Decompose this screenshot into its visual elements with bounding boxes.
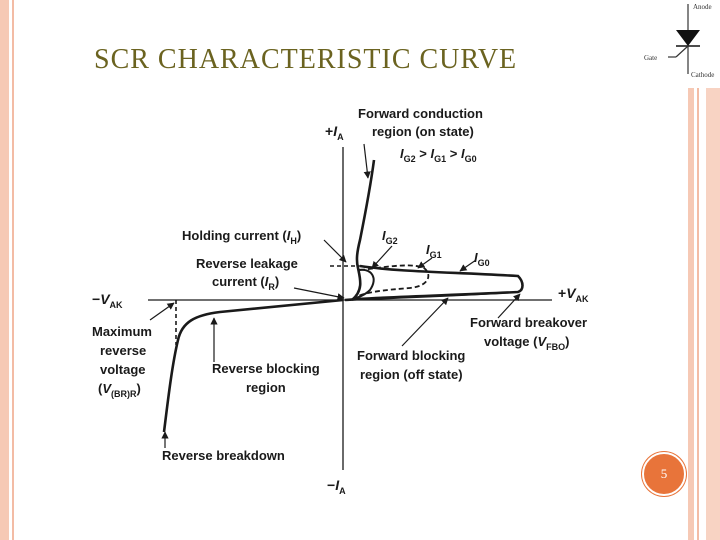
scr-symbol-icon: Anode Gate Cathode: [644, 3, 714, 79]
axis-neg-ia-label: −IA: [327, 477, 346, 496]
axis-neg-vak-label: −VAK: [92, 291, 123, 310]
arrow-ig0: [459, 259, 477, 272]
max-reverse-label-2: reverse: [100, 343, 146, 358]
gate-current-order-label: IG2 > IG1 > IG0: [400, 146, 477, 164]
reverse-blocking-curve: [162, 298, 344, 433]
slide-frame-right-band: [706, 0, 720, 540]
arrow-breakover: [497, 293, 521, 319]
forward-blocking-line: [344, 291, 519, 301]
arrow-ig2: [371, 245, 393, 269]
scr-characteristic-diagram: +IA −IA +VAK −VAK Forward conduction reg…: [92, 106, 589, 496]
reverse-breakdown-label: Reverse breakdown: [162, 448, 285, 463]
reverse-blocking-label: Reverse blocking: [212, 361, 320, 376]
reverse-leakage-label-2: current (IR): [212, 274, 279, 292]
max-reverse-label-3: voltage: [100, 362, 146, 377]
arrow-forward-conduction: [363, 143, 371, 179]
slide-frame-right-line: [697, 0, 699, 540]
forward-conduction-label: Forward conduction: [358, 106, 483, 121]
symbol-gate-label: Gate: [644, 54, 657, 62]
max-reverse-label-4: (V(BR)R): [98, 381, 141, 399]
page-number-badge: 5: [642, 452, 686, 496]
symbol-anode-label: Anode: [693, 3, 712, 11]
holding-current-label: Holding current (IH): [182, 228, 301, 246]
reverse-blocking-label-2: region: [246, 380, 286, 395]
slide-frame-right: [688, 0, 694, 540]
forward-blocking-label: Forward blocking: [357, 348, 465, 363]
axis-pos-vak-label: +VAK: [558, 285, 589, 304]
max-reverse-label-1: Maximum: [92, 324, 152, 339]
slide-frame-left: [0, 0, 9, 540]
forward-conduction-curve: [351, 159, 376, 301]
ig1-dashed-curve: [351, 264, 430, 301]
axis-pos-ia-label: +IA: [325, 123, 344, 142]
forward-breakover-label: Forward breakover: [470, 315, 587, 330]
reverse-leakage-label: Reverse leakage: [196, 256, 298, 271]
ig1-label: IG1: [426, 242, 442, 260]
arrow-ig1: [417, 257, 433, 269]
symbol-cathode-label: Cathode: [691, 71, 714, 79]
ig0-curve: [344, 264, 524, 302]
arrow-forward-blocking: [401, 297, 449, 347]
ig2-loop-curve: [349, 268, 375, 301]
forward-conduction-label-2: region (on state): [372, 124, 474, 139]
slide-title: SCR CHARACTERISTIC CURVE: [94, 44, 518, 75]
arrow-holding-current: [323, 239, 347, 263]
forward-blocking-label-2: region (off state): [360, 367, 463, 382]
arrow-reverse-leakage: [293, 287, 345, 301]
ig2-label: IG2: [382, 228, 398, 246]
scr-symbol: Anode Gate Cathode: [638, 0, 720, 88]
slide-frame-left-line: [12, 0, 14, 540]
arrow-vbr: [149, 302, 175, 321]
forward-breakover-label-2: voltage (VFBO): [484, 334, 569, 352]
ig0-label: IG0: [474, 250, 490, 268]
